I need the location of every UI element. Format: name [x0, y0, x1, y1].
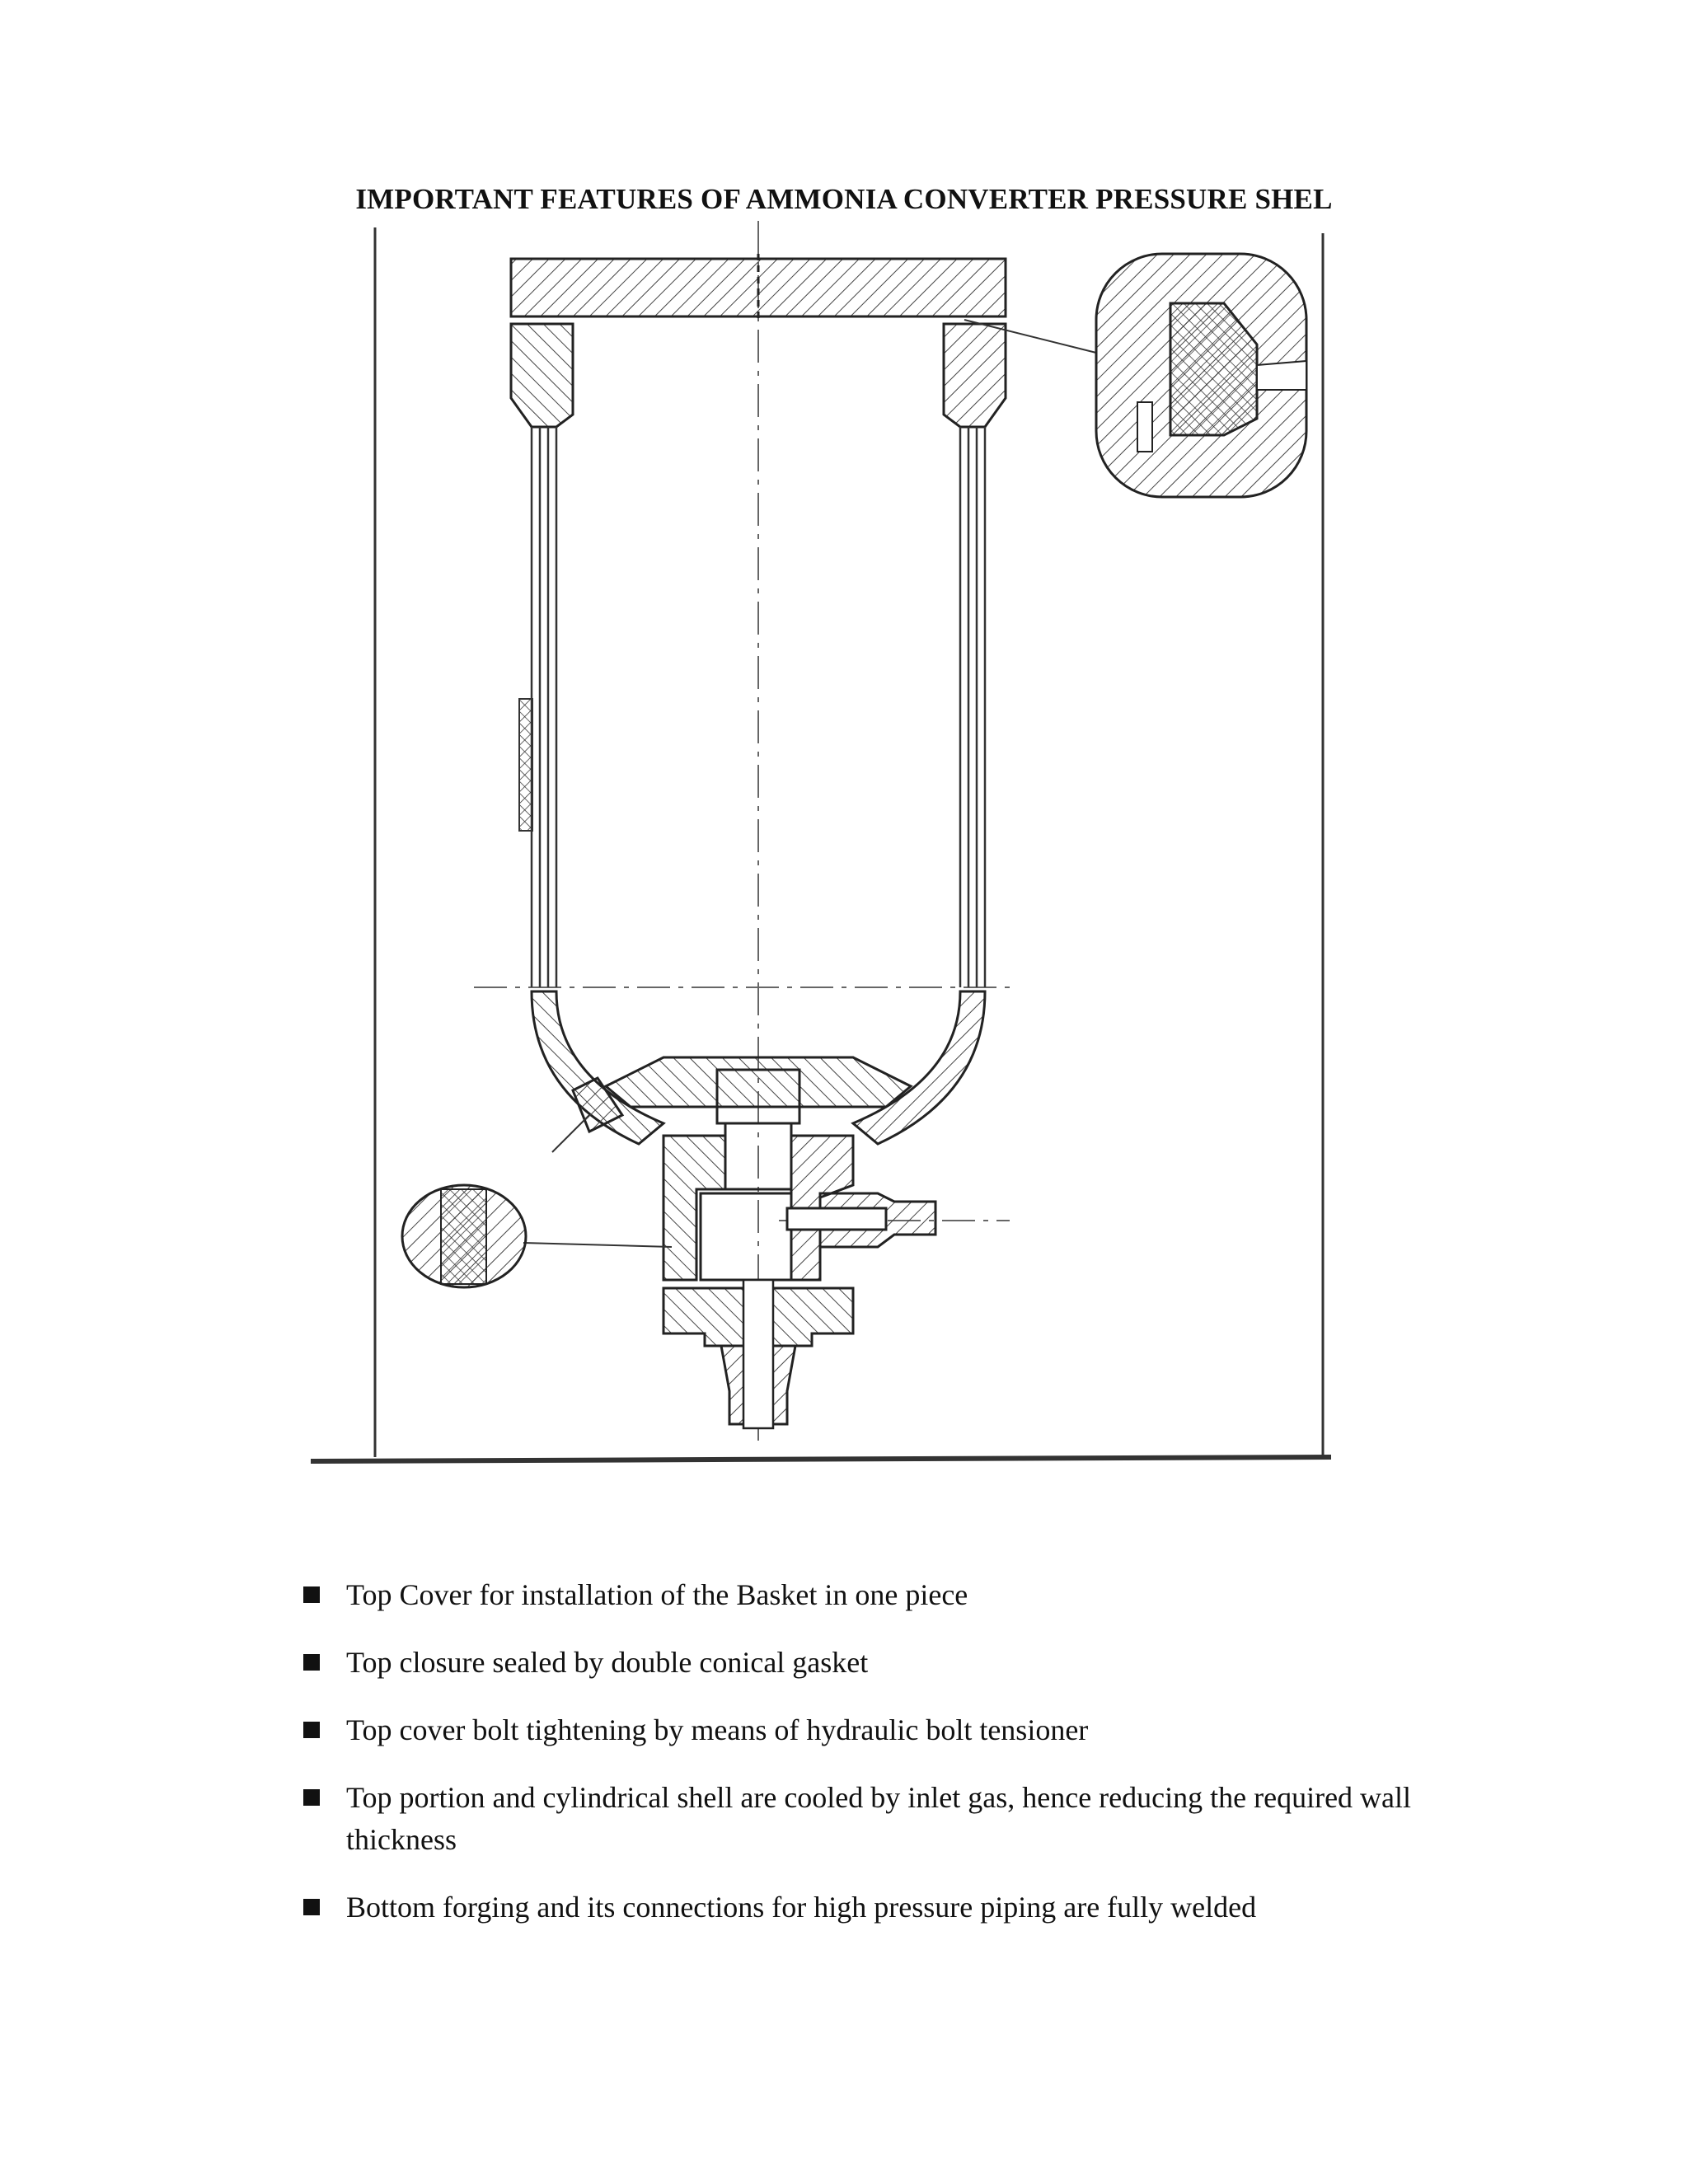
list-item: Top portion and cylindrical shell are co… [303, 1777, 1457, 1861]
top-cover [509, 254, 1007, 320]
feature-list: Top Cover for installation of the Basket… [303, 1574, 1457, 1954]
bottom-forging [662, 1134, 727, 1282]
list-item: Top Cover for installation of the Basket… [303, 1574, 1457, 1616]
list-item: Top closure sealed by double conical gas… [303, 1642, 1457, 1684]
feature-text: Top cover bolt tightening by means of hy… [346, 1713, 1089, 1746]
square-bullet-icon [303, 1789, 320, 1806]
forging-chamber [699, 1192, 793, 1282]
feature-text: Top Cover for installation of the Basket… [346, 1578, 968, 1611]
top-flange-left [509, 322, 574, 429]
square-bullet-icon [303, 1654, 320, 1671]
wall-detail-bubble [401, 1183, 673, 1289]
feature-text: Bottom forging and its connections for h… [346, 1891, 1257, 1924]
top-flange-right [942, 322, 1007, 429]
square-bullet-icon [303, 1899, 320, 1915]
outlet-nozzle [785, 1192, 937, 1249]
side-nameplate [518, 698, 533, 832]
square-bullet-icon [303, 1586, 320, 1603]
list-item: Bottom forging and its connections for h… [303, 1886, 1457, 1929]
feature-text: Top portion and cylindrical shell are co… [346, 1781, 1412, 1856]
bottom-head-right [851, 990, 987, 1146]
pressure-shell-drawing [310, 221, 1332, 1464]
list-item: Top cover bolt tightening by means of hy… [303, 1709, 1457, 1751]
inner-cone [603, 1056, 913, 1108]
page-title: IMPORTANT FEATURES OF AMMONIA CONVERTER … [355, 183, 1333, 215]
cylindrical-shell [530, 427, 987, 987]
square-bullet-icon [303, 1722, 320, 1738]
drawing-frame [310, 227, 1332, 1464]
gasket-detail-bubble [964, 252, 1308, 499]
feature-text: Top closure sealed by double conical gas… [346, 1646, 869, 1679]
